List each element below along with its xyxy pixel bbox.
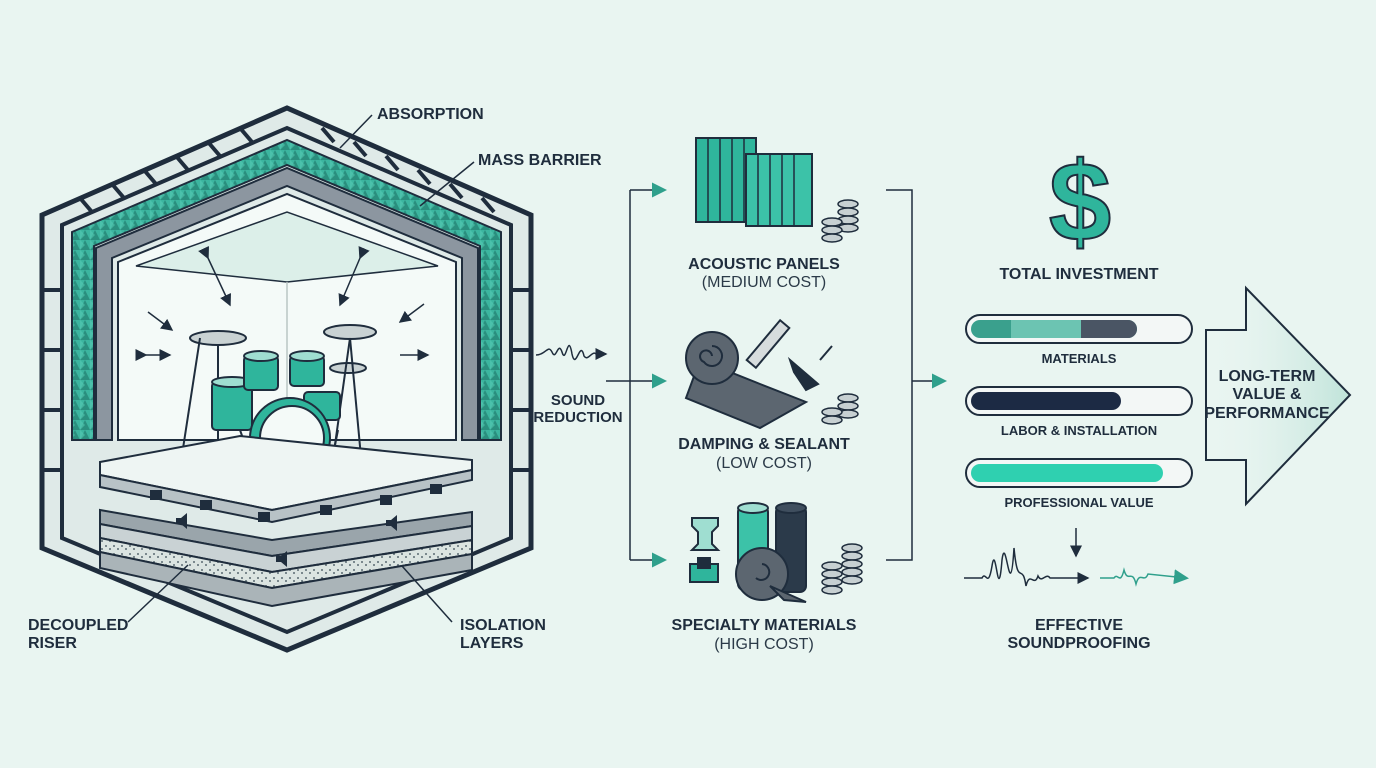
specialty-materials-cost: (HIGH COST) [714,636,814,653]
long-term-value-label: LONG-TERM VALUE & PERFORMANCE [1204,368,1329,423]
long-term-value-line2: VALUE & [1232,386,1302,404]
coin-stack-icon [821,393,859,425]
materials-bar [965,314,1193,344]
coin-stack-icon [821,199,859,243]
effective-soundproofing-line1: EFFECTIVE [1034,617,1123,634]
labor-bar-fill [971,392,1121,410]
decoupled-riser-label-line2: RISER [28,635,77,653]
isolation-layers-label-line1: ISOLATION [460,617,546,634]
long-term-value-arrow [1205,285,1352,507]
labor-bar [965,386,1193,416]
sound-reduction-line2: REDUCTION [533,409,623,427]
total-investment-title: TOTAL INVESTMENT [999,266,1159,283]
dollar-sign-icon: $ [1048,138,1112,265]
mass-barrier-label: MASS BARRIER [478,152,602,169]
materials-bar-segment-dark [1081,320,1137,338]
acoustic-panel-icon [695,137,813,227]
sound-reduction-label: SOUND REDUCTION [533,392,622,427]
labor-bar-label: LABOR & INSTALLATION [1000,423,1158,438]
professional-value-bar-label: PROFESSIONAL VALUE [1004,495,1154,510]
roll-and-caulk-gun-icon [684,318,833,430]
decoupled-riser-label-line1: DECOUPLED [28,617,129,634]
materials-bar-segment [1011,320,1081,338]
damping-sealant-cost: (LOW COST) [716,455,812,472]
effective-soundproofing-label: EFFECTIVE SOUNDPROOFING [1007,617,1150,654]
decoupled-riser [99,434,473,524]
coin-stack-icon [821,543,863,595]
isolation-layers-label: ISOLATION LAYERS [460,617,546,654]
acoustic-panels-title: ACOUSTIC PANELS [688,256,840,273]
speaker-icon [176,513,397,567]
damping-sealant-title: DAMPING & SEALANT [678,436,850,453]
long-term-value-line1: LONG-TERM [1218,368,1316,385]
sound-reduction-flow [535,182,947,568]
specialty-materials-title: SPECIALTY MATERIALS [671,617,857,634]
decoupled-riser-label: DECOUPLED RISER [28,617,128,654]
sound-wave-icon [964,528,1189,587]
isolation-booth [39,105,534,653]
effective-soundproofing-line2: SOUNDPROOFING [1007,635,1151,653]
acoustic-panels-cost: (MEDIUM COST) [701,274,827,291]
materials-bar-label: MATERIALS [1041,351,1117,366]
professional-value-bar [965,458,1193,488]
materials-bar-fill [971,320,1137,338]
long-term-value-line3: PERFORMANCE [1204,404,1330,422]
svg-text:$: $ [1049,139,1111,264]
sound-reduction-line1: SOUND [550,392,606,409]
isolation-layers-label-line2: LAYERS [460,635,524,653]
professional-value-bar-fill [971,464,1163,482]
specialty-materials-icon [689,502,807,603]
isolation-layers [99,508,473,608]
absorption-label: ABSORPTION [377,106,484,123]
